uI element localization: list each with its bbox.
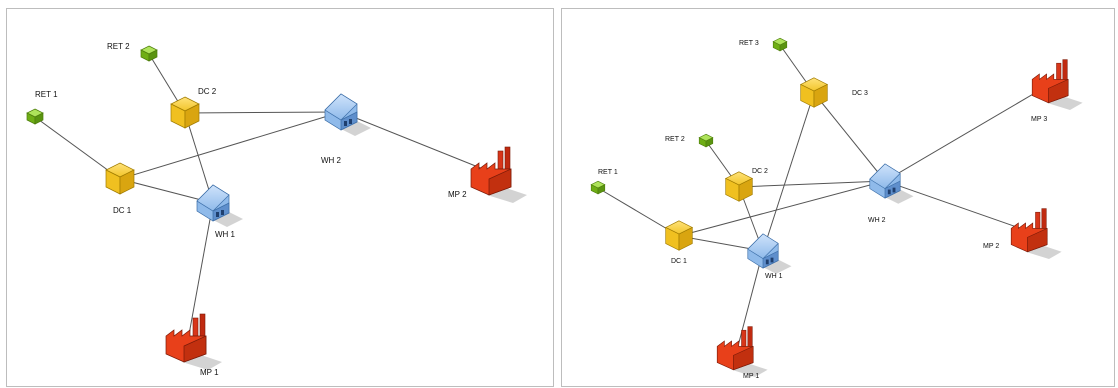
ret1-node[interactable]: RET 1 [26,90,58,125]
factory-icon [716,326,768,377]
wh1-label: WH 1 [215,230,236,239]
edge-wh2-mp3 [884,82,1053,182]
dc2-node[interactable]: DC 2 [170,87,217,129]
dc2-node[interactable]: DC 2 [724,168,768,202]
retailer-icon [590,180,606,195]
mp2-label: MP 2 [448,190,467,199]
dc2-label: DC 2 [198,87,217,96]
mp3-label: MP 3 [1031,116,1047,123]
distribution-center-icon [724,171,754,202]
left-network-panel: RET 1 RET 2 DC 2 [6,8,554,387]
ret1-node[interactable]: RET 1 [590,169,618,195]
right-network-panel: RET 3 DC 3 RET 2 [561,8,1115,387]
mp3-node[interactable]: MP 3 [1031,59,1083,123]
edge-dc1-wh1 [119,178,214,204]
mp1-label: MP 1 [743,373,759,380]
edge-dc1-wh2 [678,180,886,237]
edge-wh2-mp2 [884,180,1032,233]
distribution-center-icon [799,77,829,108]
dc1-node[interactable]: DC 1 [105,162,135,215]
wh1-node[interactable]: WH 1 [196,184,243,239]
factory-icon [1010,208,1062,259]
mp1-label: MP 1 [200,368,219,377]
mp2-node[interactable]: MP 2 [983,208,1062,259]
edge-dc1-wh2 [119,111,342,180]
dc3-label: DC 3 [852,90,868,97]
dc1-label: DC 1 [671,258,687,265]
ret1-label: RET 1 [35,90,58,99]
factory-icon [470,146,527,203]
edge-dc2-wh2 [738,180,886,188]
dc3-node[interactable]: DC 3 [799,77,868,108]
edge-wh1-mp1 [187,202,214,341]
edge-wh2-mp2 [340,111,494,174]
retailer-icon [26,108,44,125]
ret2-label: RET 2 [665,136,685,143]
ret2-label: RET 2 [107,42,130,51]
mp1-node[interactable]: MP 1 [716,326,768,380]
wh2-label: WH 2 [321,156,342,165]
warehouse-icon [747,233,792,274]
mp1-node[interactable]: MP 1 [165,313,222,377]
dc1-node[interactable]: DC 1 [664,220,694,265]
distribution-center-icon [105,162,135,195]
wh1-label: WH 1 [765,273,783,280]
ret2-node[interactable]: RET 2 [665,133,714,148]
mp2-label: MP 2 [983,243,999,250]
edge-dc3-wh1 [762,92,815,252]
ret3-node[interactable]: RET 3 [739,37,788,52]
edge-ret1-dc1 [34,116,121,180]
retailer-icon [698,133,714,148]
ret3-label: RET 3 [739,40,759,47]
wh2-node[interactable]: WH 2 [321,93,371,165]
retailer-icon [140,45,158,62]
ret1-label: RET 1 [598,169,618,176]
right-network-diagram: RET 3 DC 3 RET 2 [590,37,1083,380]
mp2-node[interactable]: MP 2 [448,146,527,203]
left-network-diagram: RET 1 RET 2 DC 2 [26,42,527,377]
wh2-label: WH 2 [868,217,886,224]
factory-icon [1031,59,1083,110]
wh1-node[interactable]: WH 1 [747,233,792,280]
edge-dc3-wh2 [813,92,886,182]
dc2-label: DC 2 [752,168,768,175]
dc1-label: DC 1 [113,206,132,215]
distribution-center-icon [170,96,200,129]
factory-icon [165,313,222,370]
ret2-node[interactable]: RET 2 [107,42,158,62]
warehouse-icon [324,93,371,136]
warehouse-icon [196,184,243,227]
warehouse-icon [869,163,914,204]
wh2-node[interactable]: WH 2 [868,163,914,224]
distribution-center-icon [664,220,694,251]
edge-dc2-wh2 [184,111,342,114]
retailer-icon [772,37,788,52]
edge-dc2-wh1 [184,112,214,204]
